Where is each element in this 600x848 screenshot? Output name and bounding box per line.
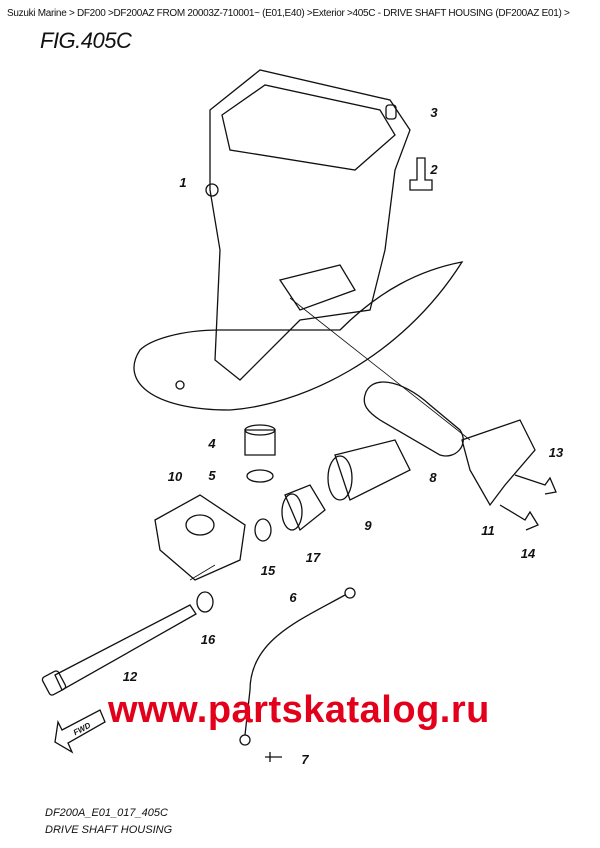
- part-wire-terminal: [344, 587, 356, 599]
- callout-7: 7: [301, 752, 309, 767]
- part-pin-3: [385, 104, 397, 120]
- callout-14: 14: [520, 546, 536, 561]
- leader-line: [189, 564, 216, 581]
- part-washer-15: [254, 518, 272, 542]
- callout-4: 4: [208, 436, 216, 451]
- part-housing-hole: [205, 183, 219, 197]
- callout-13: 13: [548, 445, 564, 460]
- leader-line: [289, 297, 471, 441]
- fwd-arrow-icon: [54, 709, 106, 754]
- callout-11: 11: [481, 523, 495, 538]
- part-long-bolt-12-head: [41, 670, 67, 696]
- callout-3: 3: [430, 105, 438, 120]
- part-bolt-2: [409, 157, 433, 191]
- breadcrumb[interactable]: Suzuki Marine > DF200 >DF200AZ FROM 2000…: [7, 8, 570, 19]
- part-cap-4: [244, 429, 276, 456]
- callout-8: 8: [429, 470, 437, 485]
- callout-15: 15: [260, 563, 276, 578]
- footer-caption: DRIVE SHAFT HOUSING: [45, 824, 173, 836]
- part-block-10: [154, 494, 246, 581]
- figure-title: FIG.405C: [40, 28, 132, 53]
- part-bolt-13: [514, 474, 557, 495]
- part-wire-terminal: [239, 734, 251, 746]
- part-housing-top-opening: [221, 84, 396, 171]
- part-block-10-bore: [185, 514, 215, 536]
- part-mount-17-face: [281, 493, 303, 531]
- callout-2: 2: [430, 162, 438, 177]
- part-plate-hole: [175, 380, 185, 390]
- watermark: www.partskatalog.ru: [108, 689, 490, 731]
- part-mount-17: [284, 484, 326, 532]
- part-washer-16: [196, 591, 214, 613]
- callout-17: 17: [305, 550, 321, 565]
- part-mount-8: [363, 381, 464, 457]
- part-screw-7: [265, 752, 282, 762]
- part-bolt-14: [499, 504, 539, 531]
- callout-6: 6: [289, 590, 297, 605]
- part-housing-window: [278, 264, 356, 311]
- part-mount-9: [334, 439, 411, 501]
- callout-9: 9: [364, 518, 372, 533]
- part-cap-4-top: [244, 424, 276, 436]
- part-mount-9-face: [327, 455, 353, 501]
- part-clip-5: [246, 469, 274, 483]
- part-ground-wire-6: [244, 594, 346, 736]
- callout-10: 10: [167, 469, 183, 484]
- callout-5: 5: [208, 468, 216, 483]
- callout-12: 12: [122, 669, 138, 684]
- part-housing-plate: [133, 261, 464, 411]
- part-long-bolt-12: [54, 604, 197, 691]
- part-drive-shaft-housing: [209, 69, 411, 381]
- footer-code: DF200A_E01_017_405C: [45, 807, 168, 819]
- callout-16: 16: [200, 632, 216, 647]
- callout-1: 1: [179, 175, 187, 190]
- part-bracket-11: [461, 419, 536, 507]
